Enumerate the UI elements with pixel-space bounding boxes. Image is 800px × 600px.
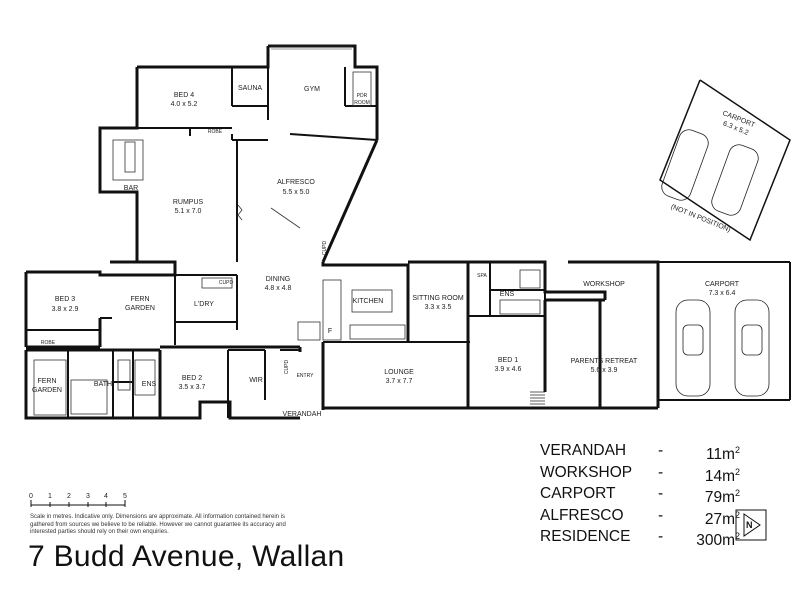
room-verandah: VERANDAH [283,411,322,418]
scale-tick-2: 2 [67,493,71,500]
area-dash: - [658,528,664,545]
interior-walls [26,66,791,418]
area-dash: - [658,442,664,459]
room-rumpus-size: 5.1 x 7.0 [175,208,202,215]
room-dining-size: 4.8 x 4.8 [265,285,292,292]
north-arrow-label: N [746,520,753,530]
area-unit: 2 [734,488,740,498]
room-lounge-name: LOUNGE [384,369,414,376]
area-label: VERANDAH [540,442,627,459]
room-robe-bed3: ROBE [41,340,56,346]
room-bed3-size: 3.8 x 2.9 [52,306,79,313]
room-fern-garden-centre-line1: FERN [130,296,149,303]
car-carport-right [734,299,770,397]
room-sitting-name: SITTING ROOM [412,295,464,302]
room-wir: WIR [249,377,263,384]
room-dining-name: DINING [266,276,291,283]
room-ens-bed1: ENS [500,291,515,298]
room-robe-top: ROBE [208,129,223,135]
room-parents-retreat-size: 5.6 x 3.9 [591,367,618,374]
area-unit: 2 [734,509,740,520]
room-carport-detached-note: (NOT IN POSITION) [670,203,732,233]
area-dash: - [658,506,664,524]
north-arrow-icon: N [735,509,767,541]
room-labels: BED 4 4.0 x 5.2 SAUNA GYM PDR ROOM ROBE … [32,85,756,418]
cars [661,129,770,397]
room-sauna: SAUNA [238,85,262,92]
car-detached-left [661,129,709,201]
room-bed2-name: BED 2 [182,375,202,382]
disclaimer: Scale in metres. Indicative only. Dimens… [30,514,286,536]
room-alfresco-size: 5.5 x 5.0 [283,189,310,196]
room-cupd-ldry: CUPD [219,280,234,286]
room-cupd-entry: CUPD [284,360,290,375]
room-pdr-line2: ROOM [354,100,370,106]
area-row: RESIDENCE - 300m2 [540,528,740,550]
room-bed1-size: 3.9 x 4.6 [495,366,522,373]
area-value: 79m2 [704,488,740,506]
area-row: VERANDAH - 11m2 [540,442,740,464]
room-bed1-name: BED 1 [498,357,518,364]
area-value: 11m2 [705,445,740,463]
area-value: 14m2 [704,466,740,485]
room-bed4-size: 4.0 x 5.2 [171,101,198,108]
room-kitchen: KITCHEN [353,298,384,305]
area-label: CARPORT [540,485,616,502]
room-ldry: L'DRY [194,301,214,308]
scale-tick-4: 4 [104,493,108,500]
room-carport-main-name: CARPORT [705,281,740,288]
fixtures [33,45,545,416]
area-row: ALFRESCO - 27m2 [540,507,740,529]
area-label: RESIDENCE [540,528,631,545]
room-fern-garden-left-line2: GARDEN [32,387,62,394]
room-spa: SPA [477,273,487,279]
room-bar: BAR [124,185,138,192]
car-detached-right [711,144,759,216]
scale-tick-3: 3 [86,493,90,500]
scale-tick-5: 5 [123,493,127,500]
area-value: 300m2 [696,531,740,549]
room-sitting-size: 3.3 x 3.5 [425,304,452,311]
room-ens-bed2: ENS [142,381,157,388]
room-carport-main-size: 7.3 x 6.4 [709,290,736,297]
area-value: 27m2 [704,509,740,528]
area-dash: - [658,485,664,502]
room-gym: GYM [304,86,320,93]
room-cupd-alfresco: CUPD [322,241,328,256]
area-row: WORKSHOP - 14m2 [540,464,740,486]
room-alfresco-name: ALFRESCO [277,179,315,186]
room-fridge: F [328,328,332,335]
area-dash: - [658,463,664,481]
room-fern-garden-centre-line2: GARDEN [125,305,155,312]
room-fern-garden-left-line1: FERN [37,378,56,385]
area-unit: 2 [734,466,740,477]
room-bath: BATH [94,381,112,388]
room-bed4-name: BED 4 [174,92,194,99]
car-carport-left [675,299,711,397]
area-row: CARPORT - 79m2 [540,485,740,507]
room-bed2-size: 3.5 x 3.7 [179,384,206,391]
room-rumpus-name: RUMPUS [173,199,204,206]
room-bed3-name: BED 3 [55,296,75,303]
room-pdr-line1: PDR [357,93,368,99]
area-unit: 2 [734,445,740,455]
scale-tick-0: 0 [29,493,33,500]
area-label: ALFRESCO [540,506,624,524]
room-lounge-size: 3.7 x 7.7 [386,378,413,385]
area-unit: 2 [734,531,740,541]
exterior-walls [24,44,791,420]
room-entry: ENTRY [297,373,315,379]
area-label: WORKSHOP [540,463,633,481]
room-parents-retreat-name: PARENTS RETREAT [571,358,638,365]
room-workshop: WORKSHOP [583,281,625,288]
scale-tick-1: 1 [48,493,52,500]
scale-bar: 0 1 2 3 4 5 [29,493,127,507]
property-address: 7 Budd Avenue, Wallan [28,540,345,573]
